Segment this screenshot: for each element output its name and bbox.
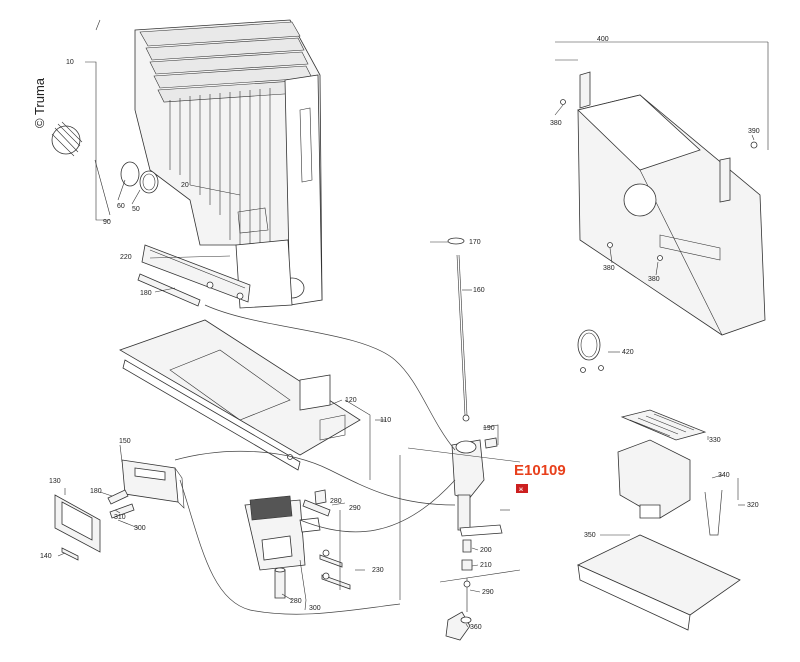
label-360: 360 [470,624,482,631]
heat-exchanger [134,19,323,309]
burner-rail [141,244,251,303]
spring-insert [51,121,83,157]
label-380c: 380 [648,276,660,283]
label-210: 210 [480,562,492,569]
valve-screws [319,549,351,590]
label-230: 230 [372,567,384,574]
label-220: 220 [120,254,132,261]
connector-pins [302,489,331,517]
valve-knob-cap [484,437,498,449]
part-labels: 10 20 50 60 90 220 180 120 110 150 130 1… [40,36,760,631]
label-330: 330 [709,437,721,444]
display-unit [54,494,101,553]
label-380a: 380 [550,120,562,127]
heat-exchanger-ribs [169,88,271,255]
outer-casing [577,71,766,336]
label-280b: 280 [290,598,302,605]
ignition-electrode [137,273,201,307]
copyright-text: © Truma [32,77,47,128]
label-20: 20 [181,182,189,189]
label-310: 310 [114,514,126,521]
label-200: 200 [480,547,492,554]
gasket-rings [120,161,159,194]
label-60: 60 [117,203,125,210]
label-180b: 180 [90,488,102,495]
label-290a: 290 [349,505,361,512]
label-160: 160 [473,287,485,294]
label-320: 320 [747,502,759,509]
label-150: 150 [119,438,131,445]
label-350: 350 [584,532,596,539]
label-400: 400 [597,36,609,43]
pilot-nozzle [274,567,286,599]
drip-tray [577,534,741,631]
casing-screws [560,99,758,261]
label-110: 110 [380,417,391,424]
thermocouple-rod [447,237,470,422]
language-badge-text: ж [519,487,523,493]
gas-inlet-elbow [445,611,472,641]
label-280a: 280 [330,498,342,505]
gas-valve-bracket [244,495,321,571]
label-190: 190 [483,425,495,432]
o-ring [577,329,604,373]
label-90: 90 [103,219,111,226]
label-130: 130 [49,478,61,485]
label-140: 140 [40,553,52,560]
label-380b: 380 [603,265,615,272]
model-code: E10109 [514,462,566,479]
label-170: 170 [469,239,481,246]
label-300a: 300 [134,525,146,532]
callout-lines [57,19,769,628]
label-10: 10 [66,59,74,66]
label-180a: 180 [140,290,152,297]
gas-control-valve [451,439,503,571]
label-300b: 300 [309,605,321,612]
cable-connector [61,547,79,561]
tray-frame [617,439,691,519]
label-340: 340 [718,472,730,479]
label-290b: 290 [482,589,494,596]
sensor-lead [107,489,135,519]
language-badge: ж [516,484,528,493]
base-plate [119,319,361,471]
label-50: 50 [132,206,140,213]
label-120: 120 [345,397,357,404]
wiring [174,304,456,615]
gas-pipe [463,578,471,612]
heat-exchanger-fins [139,21,315,103]
label-420: 420 [622,349,634,356]
tray-spring-clip [704,489,723,536]
label-390: 390 [748,128,760,135]
grille-cover [620,409,707,441]
control-box [121,459,185,509]
